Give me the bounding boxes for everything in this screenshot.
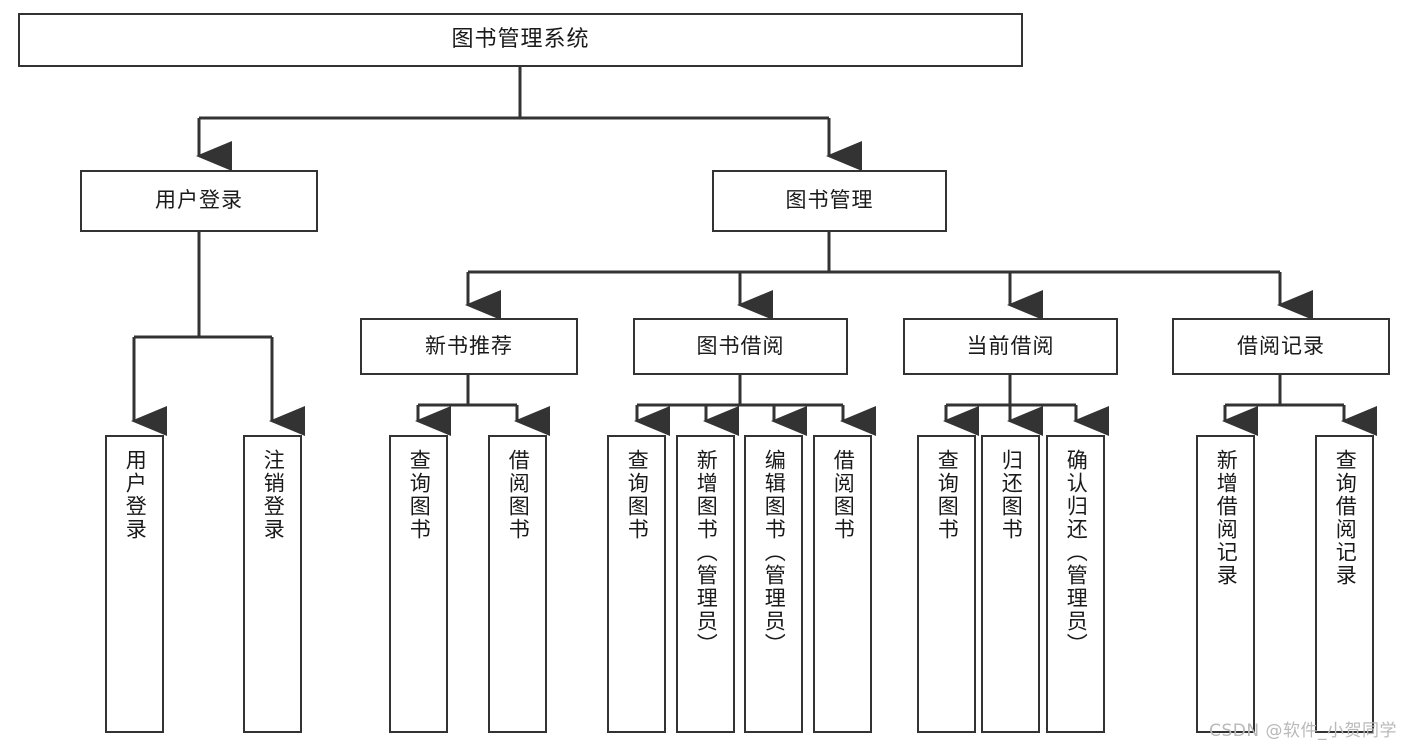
leaf-borrow-book-1[interactable]: 借阅图书	[488, 435, 547, 733]
leaf-label: 查询图书	[625, 449, 650, 541]
leaf-label: 编辑图书（管理员）	[762, 449, 787, 656]
leaf-label: 确认归还（管理员）	[1064, 449, 1089, 656]
leaf-add-book[interactable]: 新增图书（管理员）	[676, 435, 735, 733]
leaf-return-book[interactable]: 归还图书	[981, 435, 1040, 733]
node-label: 用户登录	[155, 188, 243, 213]
leaf-label: 归还图书	[999, 449, 1024, 541]
leaf-label: 查询图书	[935, 449, 960, 541]
leaf-label: 查询图书	[407, 449, 432, 541]
leaf-logout-login[interactable]: 注销登录	[243, 435, 302, 733]
node-borrow-record[interactable]: 借阅记录	[1172, 318, 1390, 375]
leaf-label: 新增图书（管理员）	[694, 449, 719, 656]
node-label: 借阅记录	[1237, 333, 1325, 358]
node-label: 新书推荐	[425, 333, 513, 358]
node-label: 当前借阅	[966, 333, 1055, 358]
leaf-user-login[interactable]: 用户登录	[105, 435, 164, 733]
leaf-borrow-book-2[interactable]: 借阅图书	[813, 435, 872, 733]
node-new-book-recommend[interactable]: 新书推荐	[360, 318, 578, 375]
leaf-label: 查询借阅记录	[1333, 449, 1358, 587]
node-current-borrow[interactable]: 当前借阅	[903, 318, 1118, 375]
leaf-label: 注销登录	[261, 449, 286, 541]
leaf-query-book-3[interactable]: 查询图书	[917, 435, 976, 733]
leaf-label: 新增借阅记录	[1214, 449, 1239, 587]
leaf-query-book-1[interactable]: 查询图书	[389, 435, 448, 733]
node-user-login[interactable]: 用户登录	[80, 170, 318, 232]
leaf-add-record[interactable]: 新增借阅记录	[1196, 435, 1255, 733]
leaf-confirm-return[interactable]: 确认归还（管理员）	[1046, 435, 1105, 733]
node-label: 图书借阅	[696, 333, 785, 358]
node-label: 图书管理系统	[451, 26, 590, 52]
leaf-label: 用户登录	[123, 449, 148, 541]
leaf-query-book-2[interactable]: 查询图书	[607, 435, 666, 733]
leaf-label: 借阅图书	[506, 449, 531, 541]
leaf-query-record[interactable]: 查询借阅记录	[1315, 435, 1374, 733]
node-book-borrow[interactable]: 图书借阅	[633, 318, 848, 375]
node-root-system[interactable]: 图书管理系统	[18, 13, 1023, 67]
leaf-label: 借阅图书	[831, 449, 856, 541]
node-label: 图书管理	[785, 188, 874, 213]
leaf-edit-book[interactable]: 编辑图书（管理员）	[744, 435, 803, 733]
node-book-management[interactable]: 图书管理	[712, 170, 947, 232]
